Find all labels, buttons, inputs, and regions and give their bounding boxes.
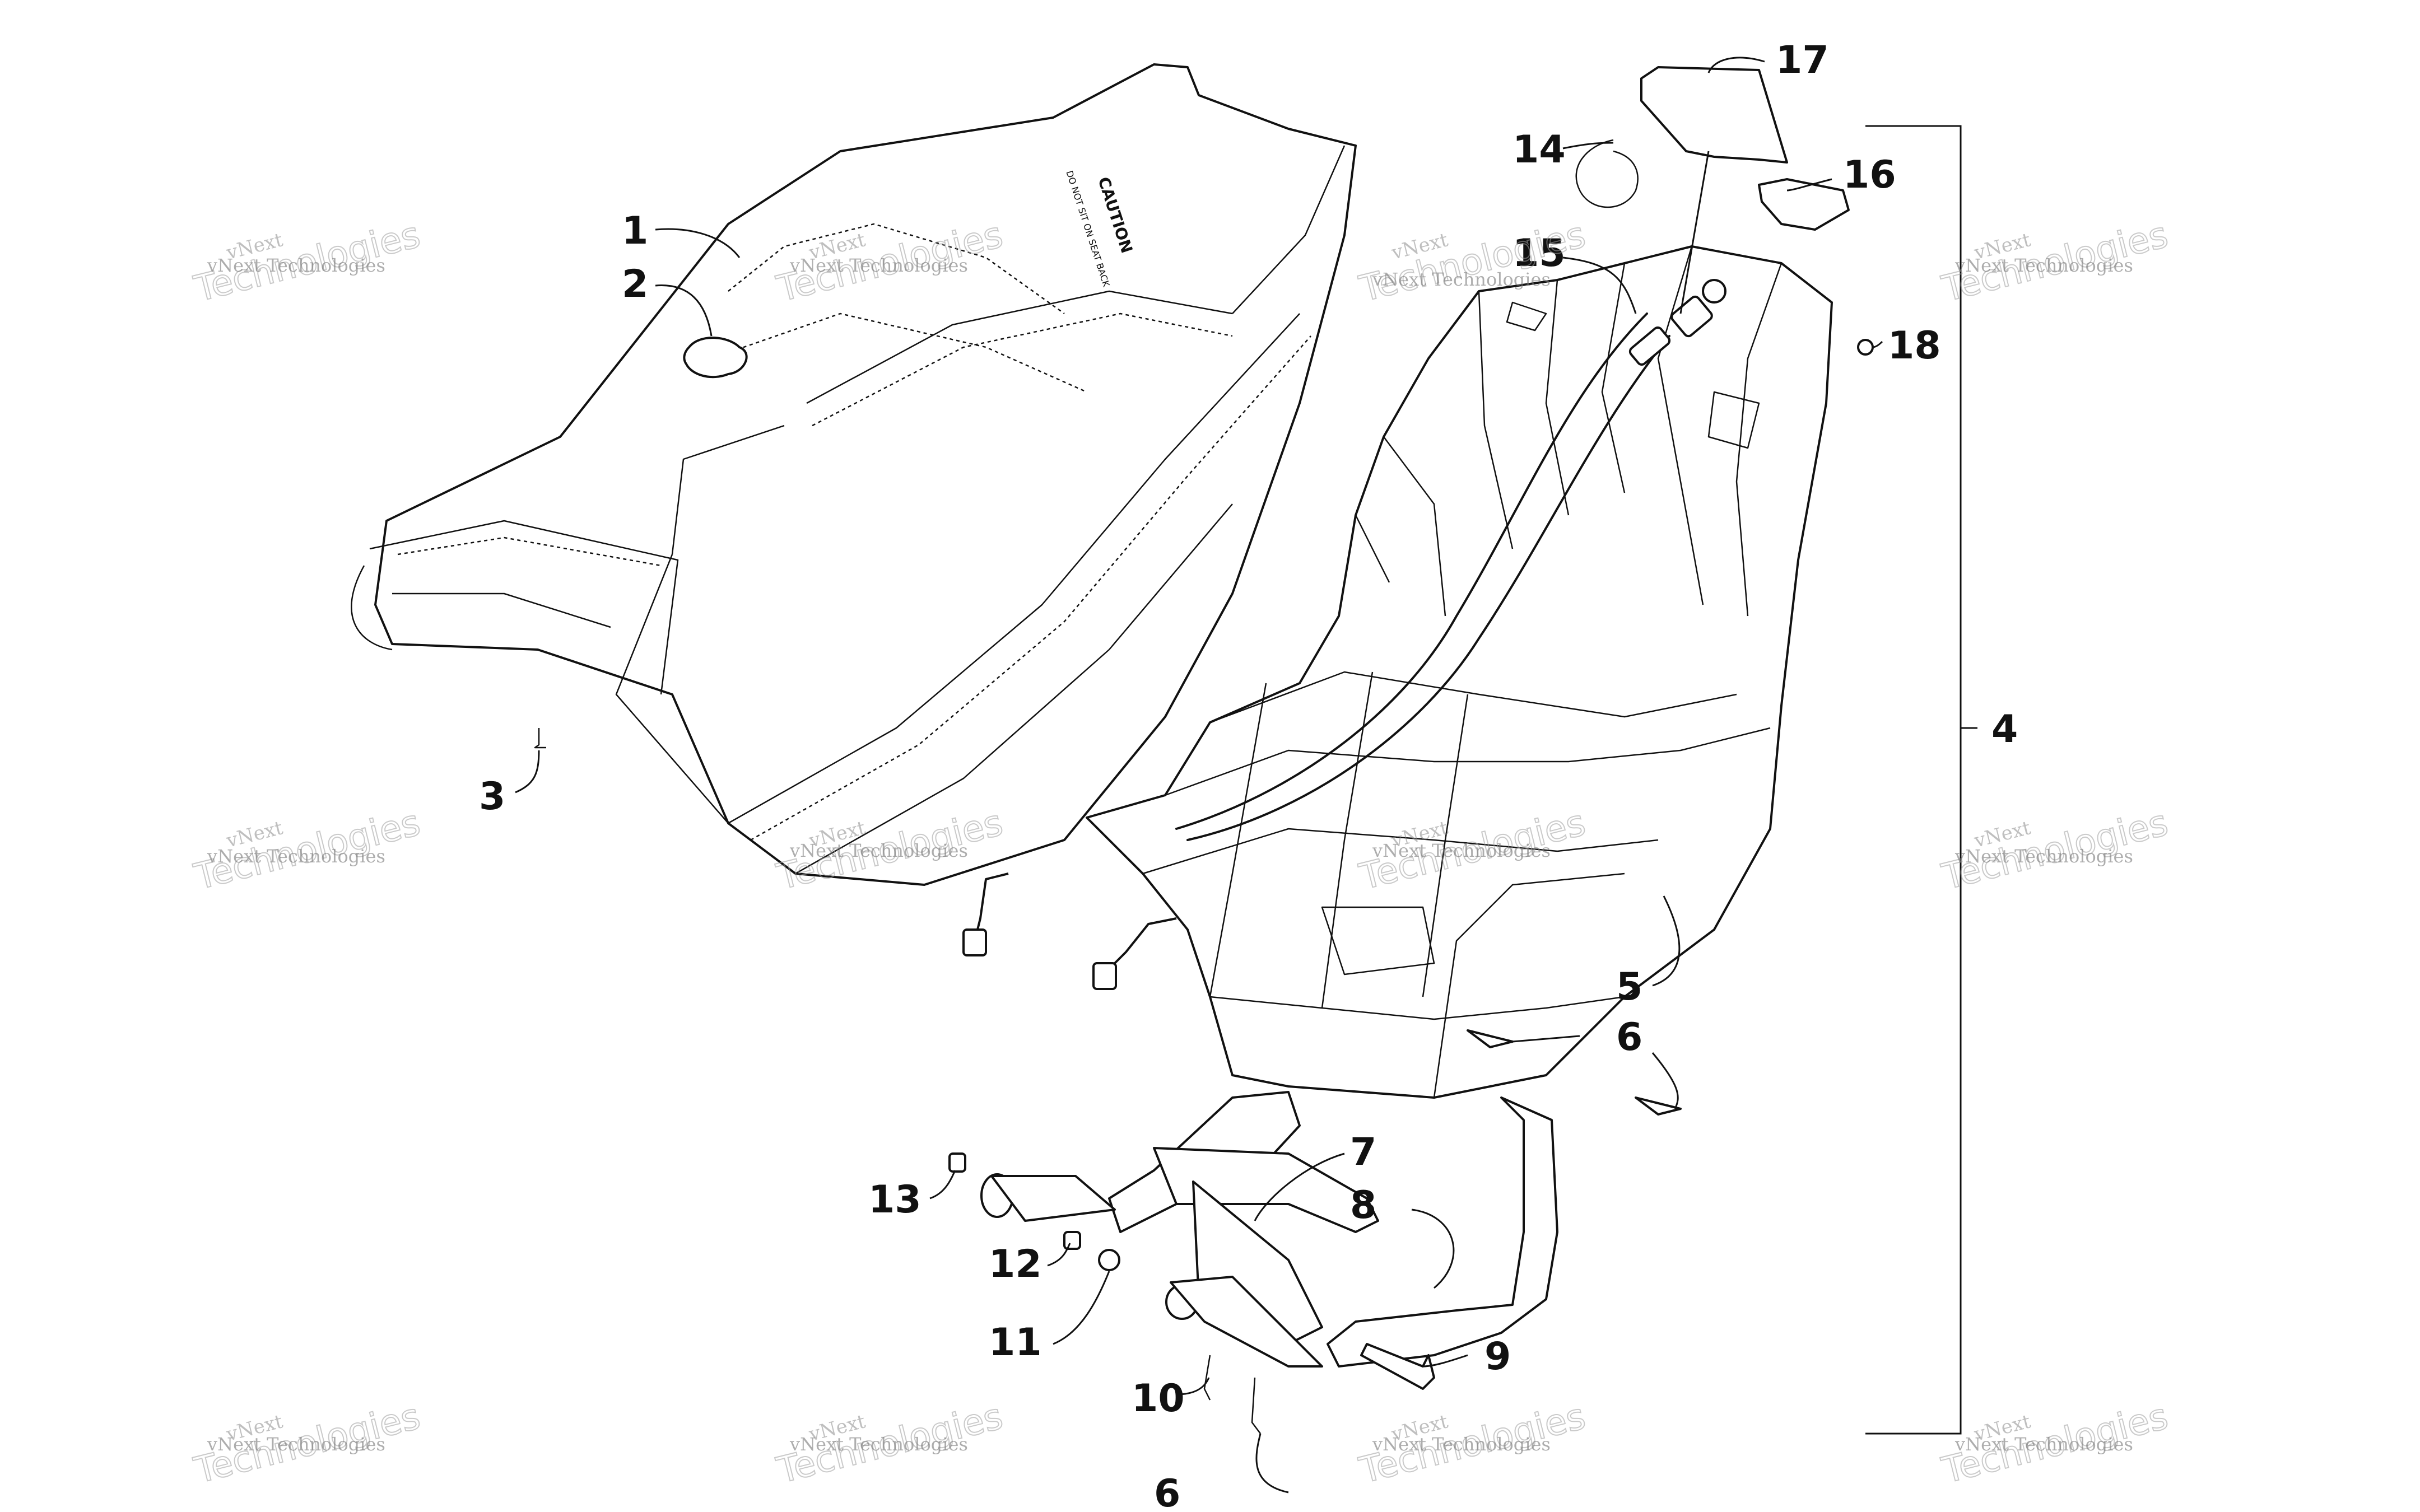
bolt-12: [1063, 1231, 1081, 1250]
watermark-caption-r2c1: vNext Technologies: [207, 846, 385, 867]
callout-6b: 6: [1154, 1472, 1180, 1512]
seat-base: [1086, 245, 1833, 1099]
seat-patch: [683, 337, 748, 379]
callout-18: 18: [1888, 324, 1941, 368]
rivet-6b: [1635, 1096, 1682, 1116]
watermark-r1c4: vNext Technologies: [1938, 213, 2173, 311]
callout-10: 10: [1132, 1376, 1185, 1421]
seat-cover: [351, 63, 1357, 886]
latch-assembly: [1628, 279, 1726, 366]
callout-11: 11: [989, 1320, 1042, 1365]
callout-14: 14: [1513, 128, 1566, 172]
screw-18: [1857, 339, 1874, 356]
watermark-caption-r1c4: vNext Technologies: [1954, 255, 2133, 276]
callout-16: 16: [1843, 153, 1896, 197]
callout-17: 17: [1776, 38, 1829, 82]
callout-9: 9: [1484, 1334, 1511, 1379]
watermark-caption-r2c2: vNext Technologies: [789, 840, 968, 861]
rivet-6c: [1251, 1377, 1261, 1434]
washer-11: [1098, 1249, 1120, 1271]
callout-8: 8: [1350, 1183, 1376, 1228]
rivet-10: [1203, 1355, 1211, 1401]
bracket-4: [1865, 125, 1962, 1435]
nut-13: [948, 1152, 966, 1173]
latch-handle: [1758, 178, 1850, 231]
cables: [962, 312, 1670, 990]
callout-12: 12: [989, 1242, 1042, 1286]
callout-2: 2: [622, 262, 648, 306]
watermark-caption-r1c2: vNext Technologies: [789, 255, 968, 276]
callout-15: 15: [1513, 231, 1566, 276]
callout-3: 3: [479, 774, 505, 819]
callout-4: 4: [1991, 707, 2018, 752]
seat-pin: [534, 728, 546, 749]
watermark-r1c1: vNext Technologies: [190, 213, 425, 311]
callout-13: 13: [868, 1178, 922, 1222]
watermark-caption-r2c3: vNext Technologies: [1372, 840, 1551, 861]
watermark-r2c1: vNext Technologies: [190, 801, 425, 899]
callout-numbers: 1 2 3 4 5 6 6 7 8 9 10 11 12 13 14 15 16…: [479, 38, 2018, 1512]
latch-cover: [1640, 66, 1788, 164]
watermark-caption-r3c2: vNext Technologies: [789, 1434, 968, 1455]
seat-frame: [980, 1091, 1558, 1368]
watermark-r2c4: vNext Technologies: [1938, 801, 2173, 899]
hose-clamp: [1575, 139, 1639, 208]
watermark-caption-r1c3: vNext Technologies: [1372, 269, 1551, 290]
callout-7: 7: [1350, 1130, 1376, 1174]
watermark-caption-r3c3: vNext Technologies: [1372, 1434, 1551, 1455]
leader-lines: [515, 57, 1883, 1494]
callout-6a: 6: [1616, 1015, 1642, 1060]
callout-1: 1: [622, 209, 648, 253]
watermark-caption-r3c1: vNext Technologies: [207, 1434, 385, 1455]
watermark-caption-r1c1: vNext Technologies: [207, 255, 385, 276]
callout-5: 5: [1616, 965, 1642, 1009]
watermark-caption-r2c4: vNext Technologies: [1954, 846, 2133, 867]
watermark-caption-r3c4: vNext Technologies: [1954, 1434, 2133, 1455]
